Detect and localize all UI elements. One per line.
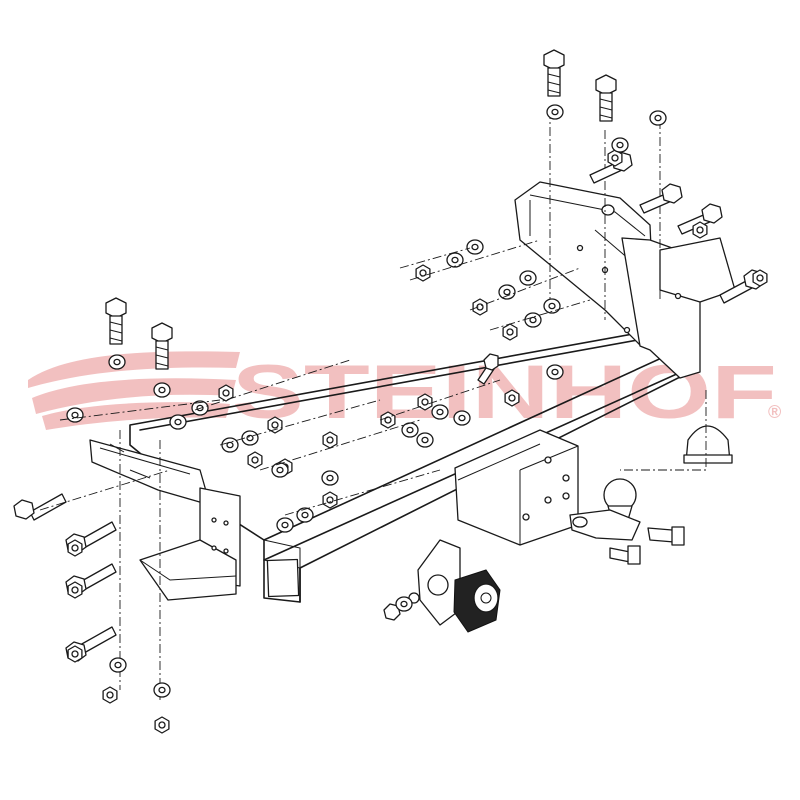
washer-hole [400, 600, 408, 608]
washer-hole [301, 511, 309, 519]
washer-hole [326, 474, 334, 482]
washer-hole [281, 521, 289, 529]
hex-nut-bore [158, 721, 166, 729]
hex-nut-bore [71, 586, 79, 594]
washer-hole [436, 408, 444, 416]
steinhof-swoosh-logo [28, 351, 240, 430]
hex-nut-bore [756, 274, 764, 282]
hex-nut-bore [71, 650, 79, 658]
washer-hole [174, 418, 182, 426]
hex-nut-bore [271, 421, 279, 429]
hex-nut-bore [251, 456, 259, 464]
washer-hole [113, 358, 121, 366]
washer-hole [451, 256, 459, 264]
washer-hole [548, 302, 556, 310]
washer-hole [551, 368, 559, 376]
ball-mount-neck [454, 429, 579, 546]
hex-nut-bore [222, 389, 230, 397]
vertical-bolt-right-2 [595, 74, 617, 122]
washer-hole [158, 386, 166, 394]
hex-nut-bore [696, 226, 704, 234]
washer-hole [158, 686, 166, 694]
vertical-bolt-left-2 [151, 322, 173, 370]
washer-hole [524, 274, 532, 282]
tow-ball-cap [620, 390, 733, 471]
hex-nut-bore [326, 436, 334, 444]
hex-nut-bore [421, 398, 429, 406]
hex-nut-bore [508, 394, 516, 402]
washer-hole [529, 316, 537, 324]
center-bolt [477, 353, 499, 385]
washer-hole [246, 434, 254, 442]
hex-nut-bore [611, 154, 619, 162]
side-bolt-left-1 [13, 493, 67, 521]
tow-ball [569, 478, 641, 541]
assembly-axis-lines [39, 239, 591, 516]
washer-hole [71, 411, 79, 419]
left-mounting-bracket [89, 430, 241, 700]
electrical-socket [417, 539, 501, 633]
washer-hole [471, 243, 479, 251]
washer-hole [616, 141, 624, 149]
washer-hole [276, 466, 284, 474]
washer-hole [551, 108, 559, 116]
side-bolt-right-3 [677, 203, 723, 235]
washer-hole [458, 414, 466, 422]
washer-hole [654, 114, 662, 122]
washers [66, 104, 667, 698]
hex-nut-bore [71, 544, 79, 552]
hex-nut-bore [326, 496, 334, 504]
hex-nuts [67, 149, 768, 734]
ball-mount-bolts [609, 526, 685, 565]
hex-nut-bore [419, 269, 427, 277]
vertical-bolt-right-1 [543, 49, 565, 97]
registered-mark: ® [768, 402, 781, 422]
washer-hole [114, 661, 122, 669]
washer-hole [406, 426, 414, 434]
washer-hole [226, 441, 234, 449]
vertical-bolt-left-1 [105, 297, 127, 345]
hex-nut-bore [106, 691, 114, 699]
side-bolt-right-2 [639, 183, 683, 214]
washer-hole [421, 436, 429, 444]
washer-hole [503, 288, 511, 296]
hex-nut-bore [506, 328, 514, 336]
right-mounting-bracket [514, 110, 736, 379]
